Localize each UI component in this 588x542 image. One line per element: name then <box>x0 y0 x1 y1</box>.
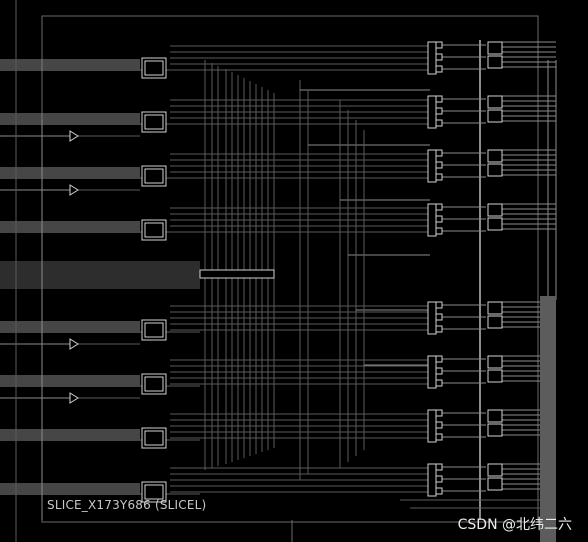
mux-input-port[interactable] <box>435 161 443 169</box>
buffer-triangle-icon <box>69 130 79 142</box>
output-register-icon[interactable] <box>487 203 503 217</box>
output-register-icon[interactable] <box>487 217 503 231</box>
mux-input-port[interactable] <box>435 313 443 321</box>
mux-input-port[interactable] <box>435 463 443 471</box>
routing-wires <box>0 0 557 542</box>
buffer-triangle-icon <box>69 392 79 404</box>
lut-mux-icon[interactable] <box>427 203 437 237</box>
mux-input-port[interactable] <box>435 301 443 309</box>
mux-input-port[interactable] <box>435 203 443 211</box>
output-register-icon[interactable] <box>487 149 503 163</box>
mux-input-port[interactable] <box>435 325 443 333</box>
flip-flop-inner[interactable] <box>144 430 164 446</box>
mux-input-port[interactable] <box>435 367 443 375</box>
output-register-icon[interactable] <box>487 369 503 383</box>
lut-mux-icon[interactable] <box>427 41 437 75</box>
watermark: CSDN @北纬二六 <box>457 517 572 533</box>
lut-mux-icon[interactable] <box>427 355 437 389</box>
lut-mux-icon[interactable] <box>427 301 437 335</box>
carry-chain-bus <box>540 296 556 542</box>
mux-input-port[interactable] <box>435 227 443 235</box>
output-register-icon[interactable] <box>487 315 503 329</box>
mux-input-port[interactable] <box>435 95 443 103</box>
output-register-icon[interactable] <box>487 109 503 123</box>
mux-input-port[interactable] <box>435 409 443 417</box>
flip-flop-inner[interactable] <box>144 60 164 76</box>
flip-flop-inner[interactable] <box>144 114 164 130</box>
mux-input-port[interactable] <box>435 421 443 429</box>
output-register-icon[interactable] <box>487 163 503 177</box>
output-register-icon[interactable] <box>487 55 503 69</box>
flip-flop-inner[interactable] <box>144 484 164 500</box>
output-register-icon[interactable] <box>487 409 503 423</box>
mux-input-port[interactable] <box>435 149 443 157</box>
output-register-icon[interactable] <box>487 463 503 477</box>
mux-input-port[interactable] <box>435 173 443 181</box>
flip-flop-inner[interactable] <box>144 222 164 238</box>
mux-input-port[interactable] <box>435 65 443 73</box>
slice-label: SLICE_X173Y686 (SLICEL) <box>47 498 207 512</box>
mux-input-port[interactable] <box>435 355 443 363</box>
flip-flop-inner[interactable] <box>144 376 164 392</box>
mux-input-port[interactable] <box>435 487 443 495</box>
mux-input-port[interactable] <box>435 119 443 127</box>
mux-input-port[interactable] <box>435 41 443 49</box>
buffer-triangle-icon <box>69 184 79 196</box>
cell-group <box>69 41 503 503</box>
output-register-icon[interactable] <box>487 95 503 109</box>
lut-mux-icon[interactable] <box>427 149 437 183</box>
output-register-icon[interactable] <box>487 355 503 369</box>
slice-boundary <box>15 15 539 542</box>
output-register-icon[interactable] <box>487 41 503 55</box>
central-bus-block[interactable] <box>199 269 275 279</box>
mux-input-port[interactable] <box>435 475 443 483</box>
mux-input-port[interactable] <box>435 107 443 115</box>
mux-input-port[interactable] <box>435 433 443 441</box>
output-register-icon[interactable] <box>487 477 503 491</box>
output-register-icon[interactable] <box>487 301 503 315</box>
mux-input-port[interactable] <box>435 215 443 223</box>
buffer-triangle-icon <box>69 338 79 350</box>
mux-input-port[interactable] <box>435 379 443 387</box>
flip-flop-inner[interactable] <box>144 168 164 184</box>
mux-input-port[interactable] <box>435 53 443 61</box>
lut-mux-icon[interactable] <box>427 409 437 443</box>
output-register-icon[interactable] <box>487 423 503 437</box>
lut-mux-icon[interactable] <box>427 463 437 497</box>
lut-mux-icon[interactable] <box>427 95 437 129</box>
flip-flop-inner[interactable] <box>144 322 164 338</box>
